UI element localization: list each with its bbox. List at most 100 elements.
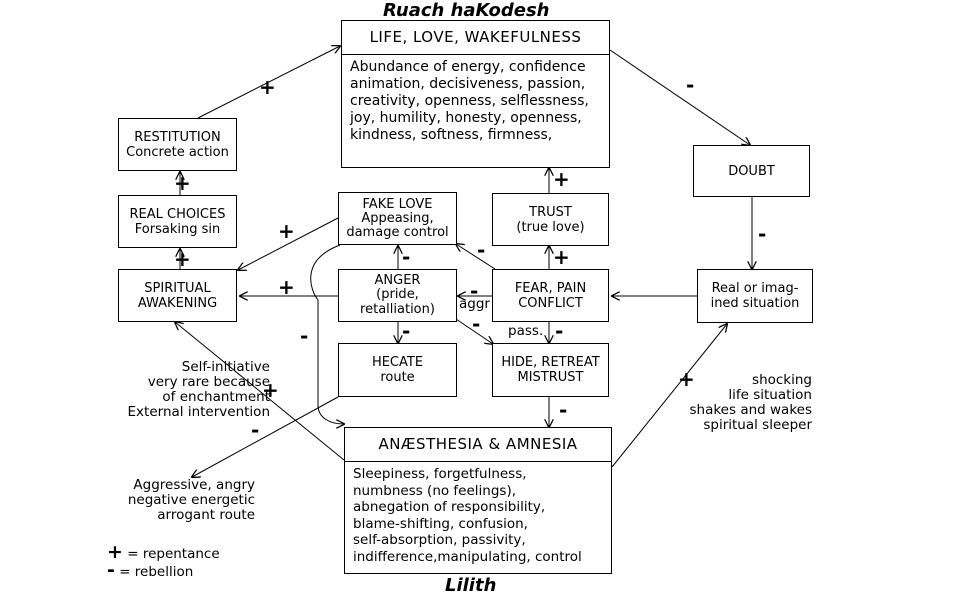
- fake-love-line: Appeasing,: [361, 210, 434, 226]
- trust-title: TRUST: [529, 204, 572, 220]
- label-shocking-situation: shocking life situation shakes and wakes…: [640, 373, 812, 433]
- arrow-anaesthesia-to-awakening: [175, 322, 345, 461]
- minus-sign: -: [555, 319, 564, 343]
- box-real-choices: REAL CHOICES Forsaking sin: [118, 195, 237, 248]
- arrow-restitution-to-life: [197, 46, 340, 119]
- minus-sign: -: [470, 279, 479, 303]
- life-box-body: Abundance of energy, confidence animatio…: [342, 55, 609, 148]
- shocking-line: spiritual sleeper: [703, 417, 812, 433]
- hecate-subtitle: route: [380, 370, 415, 385]
- aggressive-line: negative energetic: [127, 492, 255, 508]
- box-anger: ANGER (pride, retalliation): [338, 269, 457, 322]
- anaesthesia-line: Sleepiness, forgetfulness,: [353, 466, 527, 482]
- fake-love-line: damage control: [346, 224, 449, 240]
- box-fake-love: FAKE LOVE Appeasing, damage control: [338, 192, 457, 245]
- anger-line: retalliation): [360, 301, 435, 317]
- life-line: kindness, softness, firmness,: [350, 127, 553, 143]
- plus-sign: +: [259, 75, 276, 99]
- restitution-subtitle: Concrete action: [126, 144, 229, 160]
- real-situation-line: ined situation: [710, 296, 800, 311]
- legend-rebellion: - = rebellion: [107, 559, 220, 581]
- label-aggr: aggr: [459, 296, 490, 312]
- self-initiative-line: very rare because: [147, 374, 270, 390]
- label-pass: pass.: [508, 323, 544, 339]
- spiritual-awakening-line: AWAKENING: [137, 295, 218, 311]
- shocking-line: shakes and wakes: [689, 402, 812, 418]
- anaesthesia-line: abnegation of responsibility,: [353, 499, 546, 516]
- minus-sign: -: [402, 245, 411, 269]
- title-ruach-hakodesh: Ruach haKodesh: [383, 0, 550, 21]
- spiritual-awakening-line: SPIRITUAL: [144, 280, 211, 296]
- arrow-anaesthesia-to-situation: [611, 324, 727, 468]
- self-initiative-line: External intervention: [127, 404, 270, 420]
- aggressive-line: Aggressive, angry: [133, 477, 255, 493]
- anger-title: ANGER: [374, 272, 421, 288]
- life-box-header: LIFE, LOVE, WAKEFULNESS: [342, 21, 609, 55]
- box-spiritual-awakening: SPIRITUAL AWAKENING: [118, 269, 237, 322]
- restitution-title: RESTITUTION: [134, 129, 221, 145]
- title-lilith: Lilith: [445, 575, 497, 596]
- real-choices-title: REAL CHOICES: [129, 206, 226, 222]
- life-line: Abundance of energy, confidence: [350, 59, 586, 75]
- real-choices-subtitle: Forsaking sin: [134, 221, 221, 237]
- hide-line: HIDE, RETREAT: [501, 355, 600, 370]
- minus-sign: -: [251, 418, 260, 442]
- life-line: joy, humility, honesty, openness,: [350, 110, 582, 126]
- self-initiative-line: of enchantment: [162, 389, 270, 405]
- box-restitution: RESTITUTION Concrete action: [118, 118, 237, 171]
- minus-sign: -: [472, 312, 481, 336]
- minus-sign: -: [686, 73, 695, 97]
- box-hide-retreat: HIDE, RETREAT MISTRUST: [492, 343, 609, 397]
- box-anaesthesia-amnesia: ANÆSTHESIA & AMNESIA Sleepiness, forgetf…: [344, 427, 612, 574]
- shocking-line: shocking: [752, 372, 812, 388]
- anaesthesia-line: self-absorption, passivity,: [353, 532, 526, 549]
- arrow-life-to-doubt: [609, 49, 750, 145]
- hide-line: MISTRUST: [517, 370, 584, 385]
- legend: + = repentance - = rebellion: [107, 541, 220, 581]
- plus-sign: +: [678, 367, 695, 391]
- trust-subtitle: (true love): [516, 219, 585, 235]
- legend-repentance: + = repentance: [107, 541, 220, 563]
- arrow-fakelove-to-anaesthesia: [310, 244, 344, 424]
- life-line: creativity, openness, selflessness,: [350, 93, 589, 109]
- hecate-title: HECATE: [371, 355, 424, 370]
- label-self-initiative: Self-initiative very rare because of enc…: [92, 360, 270, 420]
- minus-sign: -: [559, 398, 568, 422]
- arrow-fakelove-to-awakening: [238, 217, 339, 270]
- plus-sign: +: [553, 245, 570, 269]
- life-line: animation, decisiveness, passion,: [350, 76, 586, 92]
- legend-minus-symbol: -: [107, 559, 115, 581]
- fake-love-title: FAKE LOVE: [362, 196, 433, 212]
- self-initiative-line: Self-initiative: [181, 359, 270, 375]
- shocking-line: life situation: [728, 387, 812, 403]
- legend-plus-symbol: +: [107, 541, 123, 563]
- aggressive-line: arrogant route: [157, 507, 255, 523]
- anaesthesia-box-header: ANÆSTHESIA & AMNESIA: [345, 428, 611, 462]
- box-fear-pain-conflict: FEAR, PAIN CONFLICT: [492, 269, 609, 322]
- minus-sign: -: [477, 238, 486, 262]
- plus-sign: +: [278, 275, 295, 299]
- anaesthesia-line: indifference,manipulating, control: [353, 548, 582, 565]
- legend-repentance-text: = repentance: [127, 546, 220, 562]
- anaesthesia-box-body: Sleepiness, forgetfulness, numbness (no …: [345, 462, 611, 570]
- box-real-situation: Real or imag- ined situation: [697, 269, 813, 323]
- plus-sign: +: [262, 378, 279, 402]
- anaesthesia-line: numbness (no feelings),: [353, 482, 517, 499]
- fear-line: FEAR, PAIN: [514, 280, 587, 296]
- label-aggressive-route: Aggressive, angry negative energetic arr…: [70, 478, 255, 523]
- plus-sign: +: [278, 219, 295, 243]
- box-hecate: HECATE route: [338, 343, 457, 397]
- fear-line: CONFLICT: [518, 295, 583, 311]
- minus-sign: -: [402, 319, 411, 343]
- box-life-love-wakefulness: LIFE, LOVE, WAKEFULNESS Abundance of ene…: [341, 20, 610, 168]
- arrow-hecate-to-aggressive: [192, 396, 339, 477]
- box-trust: TRUST (true love): [492, 193, 609, 246]
- plus-sign: +: [174, 171, 191, 195]
- minus-sign: -: [300, 324, 309, 348]
- plus-sign: +: [174, 247, 191, 271]
- legend-rebellion-text: = rebellion: [119, 564, 194, 580]
- plus-sign: +: [553, 167, 570, 191]
- anger-line: (pride,: [376, 287, 419, 303]
- real-situation-line: Real or imag-: [711, 281, 799, 296]
